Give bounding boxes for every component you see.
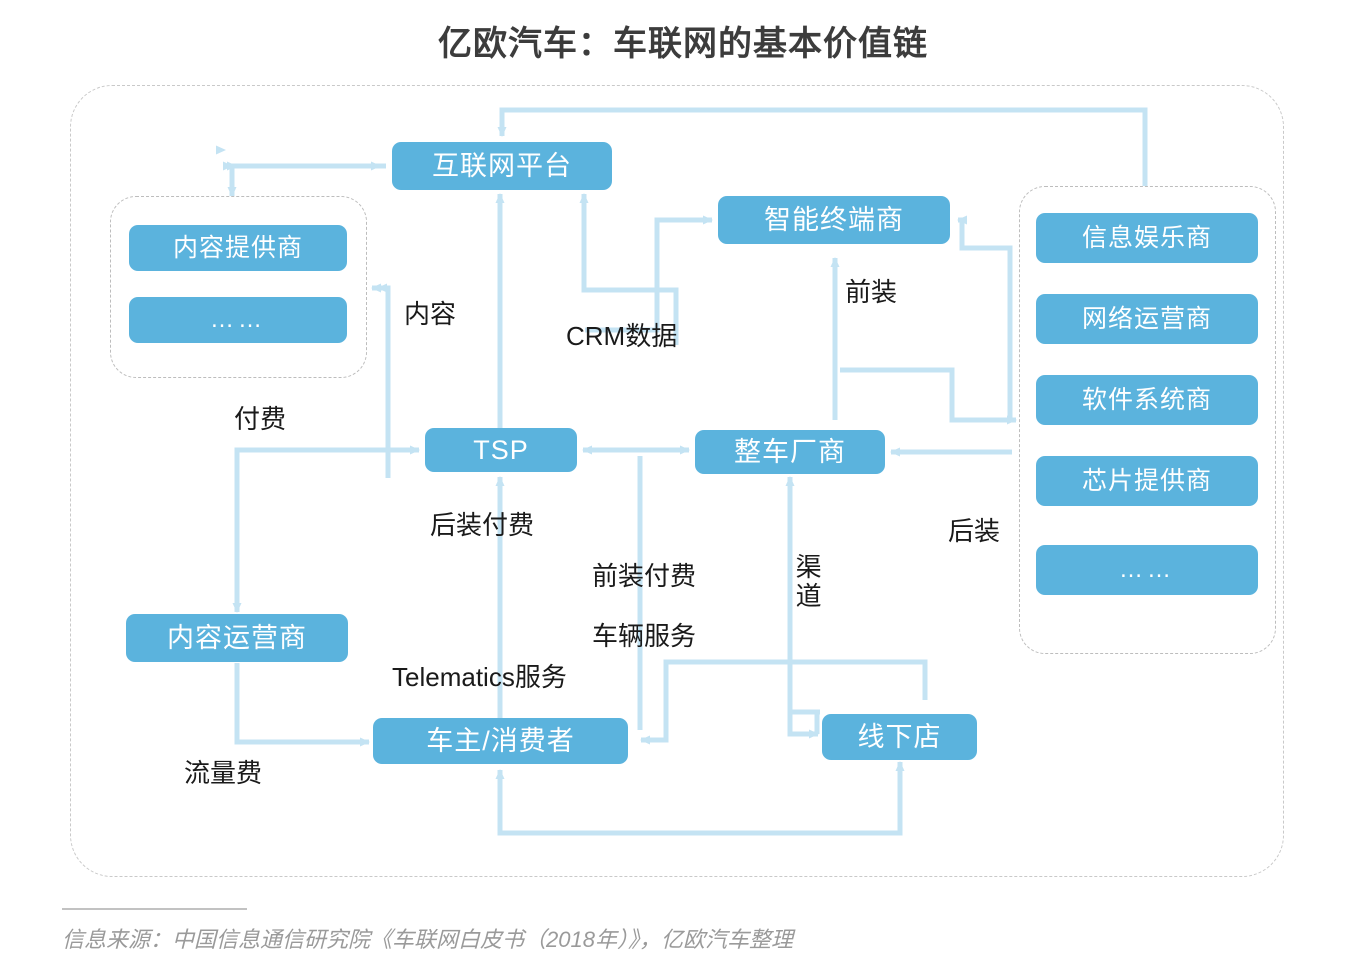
node-infotainment-provider[interactable]: 信息娱乐商 xyxy=(1036,213,1258,263)
wire-suppliers-to-platform xyxy=(497,107,1148,186)
node-car-owner[interactable]: 车主/消费者 xyxy=(373,718,628,764)
content-provider-group: 内容提供商 …… xyxy=(110,196,367,378)
label-pay: 付费 xyxy=(234,404,287,434)
node-content-provider-more[interactable]: …… xyxy=(129,297,347,343)
label-pre-install-pay: 前装付费 xyxy=(592,561,697,591)
node-network-operator[interactable]: 网络运营商 xyxy=(1036,294,1258,344)
wire-contentoperator-to-owner xyxy=(234,663,370,747)
outer-value-chain-frame xyxy=(70,85,1284,877)
node-offline-store[interactable]: 线下店 xyxy=(822,714,977,760)
source-note: 信息来源：中国信息通信研究院《车联网白皮书（2018年）》，亿欧汽车整理 xyxy=(62,927,793,952)
wire-oem-to-suppliers xyxy=(840,367,1017,425)
wire-tsp-to-terminal xyxy=(585,215,713,333)
node-oem[interactable]: 整车厂商 xyxy=(695,430,885,474)
wire-oem-to-store-b xyxy=(790,709,820,734)
label-channel: 渠道 xyxy=(795,552,822,612)
node-tsp[interactable]: TSP xyxy=(425,428,577,472)
node-content-operator[interactable]: 内容运营商 xyxy=(126,614,348,662)
label-post-install-right: 后装 xyxy=(948,516,1001,546)
label-content: 内容 xyxy=(404,299,457,329)
wire-crm-to-platform xyxy=(579,193,679,345)
supplier-group: 信息娱乐商 网络运营商 软件系统商 芯片提供商 …… xyxy=(1019,186,1276,654)
label-vehicle-service: 车辆服务 xyxy=(592,621,697,651)
wire-content-into-group xyxy=(371,283,391,478)
page-title: 亿欧汽车：车联网的基本价值链 xyxy=(438,25,928,63)
wire-store-entry xyxy=(787,712,819,739)
label-telematics-service: Telematics服务 xyxy=(392,662,567,692)
label-crm-data: CRM数据 xyxy=(566,321,678,351)
label-post-install-pay: 后装付费 xyxy=(430,510,535,540)
node-internet-platform[interactable]: 互联网平台 xyxy=(392,142,612,190)
node-chip-provider[interactable]: 芯片提供商 xyxy=(1036,456,1258,506)
wire-store-to-owner xyxy=(640,659,928,745)
wire-suppliers-to-terminal xyxy=(957,215,1013,420)
node-supplier-more[interactable]: …… xyxy=(1036,545,1258,595)
node-content-provider[interactable]: 内容提供商 xyxy=(129,225,347,271)
node-software-system-provider[interactable]: 软件系统商 xyxy=(1036,375,1258,425)
label-pre-install: 前装 xyxy=(845,277,898,307)
label-data-fee: 流量费 xyxy=(184,758,263,788)
node-smart-terminal[interactable]: 智能终端商 xyxy=(718,196,950,244)
footer-divider xyxy=(62,908,247,910)
